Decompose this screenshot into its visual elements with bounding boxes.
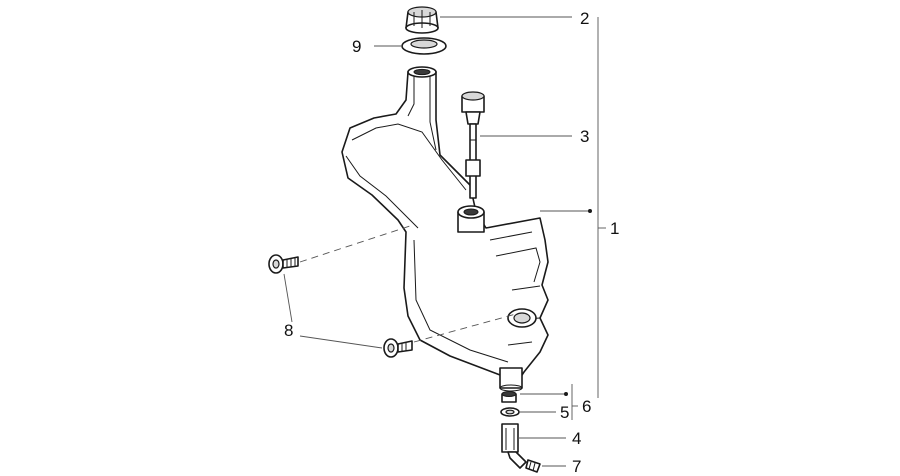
filler-cap[interactable] — [405, 6, 439, 34]
outlet-fitting[interactable] — [501, 423, 527, 469]
filler-gasket[interactable] — [401, 37, 447, 55]
callout-2: 2 — [580, 9, 589, 28]
leader-lines — [283, 16, 606, 467]
callout-9: 9 — [352, 37, 361, 56]
bracket-dot-1 — [588, 209, 592, 213]
hose-clamp[interactable] — [501, 391, 517, 403]
screw-lower[interactable] — [383, 338, 413, 358]
bracket-dot-6 — [564, 392, 568, 396]
callout-8: 8 — [284, 321, 293, 340]
clip[interactable] — [525, 459, 541, 473]
callout-5: 5 — [560, 403, 569, 422]
callout-7: 7 — [572, 457, 581, 476]
callout-6: 6 — [582, 397, 591, 416]
callout-3: 3 — [580, 127, 589, 146]
callout-1: 1 — [610, 219, 619, 238]
screw-upper[interactable] — [268, 254, 299, 274]
dipstick[interactable] — [461, 91, 485, 199]
callout-4: 4 — [572, 429, 581, 448]
washer[interactable] — [500, 407, 520, 417]
oil-tank[interactable] — [341, 66, 549, 392]
